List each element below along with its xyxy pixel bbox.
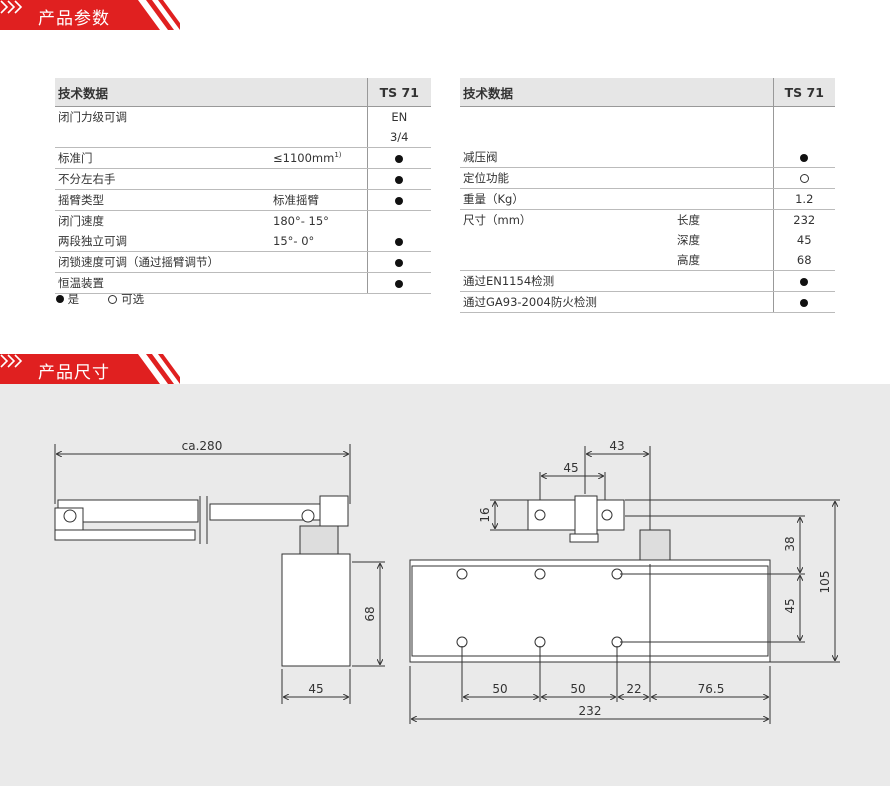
row-label: 不分左右手 <box>55 168 270 190</box>
row-detail: 长度 <box>677 213 700 227</box>
spec-table-left: 技术数据 TS 71 闭门力级可调 EN 3/4 标准门 ≤1100mm1) 不… <box>55 78 431 294</box>
row-label: 标准门 <box>55 147 270 169</box>
table-row: 标准门 ≤1100mm1) <box>55 147 431 169</box>
table-row: 摇臂类型 标准摇臂 <box>55 189 431 211</box>
row-value: 68 <box>772 250 835 271</box>
header-model: TS 71 <box>772 78 835 107</box>
table-row: 高度 68 <box>460 250 835 271</box>
table-row: 闭门速度 180°- 15° <box>55 210 431 231</box>
table-row: 两段独立可调 15°- 0° <box>55 231 431 252</box>
table-row: 通过GA93-2004防火检测 <box>460 291 835 313</box>
legend-open-label: 可选 <box>121 292 145 306</box>
table-row: 通过EN1154检测 <box>460 270 835 292</box>
row-detail: 深度 <box>677 233 700 247</box>
dim-45-top: 45 <box>563 461 578 475</box>
row-value: 45 <box>772 230 835 250</box>
row-label: 闭门力级可调 <box>58 110 127 124</box>
row-label: 通过GA93-2004防火检测 <box>460 291 674 313</box>
filled-dot-icon <box>800 277 809 286</box>
table-row: 深度 45 <box>460 230 835 250</box>
footnote-marker: 1) <box>334 151 342 160</box>
dim-22: 22 <box>626 682 641 696</box>
filled-dot-icon <box>800 298 809 307</box>
chevrons-icon <box>0 354 23 368</box>
row-label: 尺寸（mm） <box>463 213 532 227</box>
row-detail: 15°- 0° <box>270 231 367 252</box>
table-row <box>460 106 835 147</box>
table-row: 不分左右手 <box>55 168 431 190</box>
dim-38: 38 <box>783 536 797 551</box>
table-row: 3/4 <box>55 127 431 148</box>
filled-dot-icon <box>800 153 809 162</box>
header-model: TS 71 <box>366 78 431 107</box>
table-header: 技术数据 TS 71 <box>55 78 431 107</box>
dim-50-b: 50 <box>570 682 585 696</box>
open-dot-icon <box>799 174 809 183</box>
table-row: 尺寸（mm） 长度 232 <box>460 209 835 230</box>
banner-shape <box>0 354 180 384</box>
dim-arm-length: ca.280 <box>182 439 223 453</box>
dim-side-height: 68 <box>363 606 377 621</box>
table-header: 技术数据 TS 71 <box>460 78 835 107</box>
dimension-drawing: ca.280 68 45 43 45 16 38 45 105 50 50 22… <box>0 384 890 786</box>
section-banner-params: 产品参数 <box>0 0 180 30</box>
row-detail: 180°- 15° <box>273 214 329 228</box>
dim-45-right: 45 <box>783 598 797 613</box>
table-row: 减压阀 <box>460 147 835 168</box>
mounting-holes <box>456 568 623 648</box>
dim-105: 105 <box>818 571 832 594</box>
filled-dot-icon <box>56 295 64 303</box>
spec-table-right: 技术数据 TS 71 减压阀 定位功能 重量（Kg） 1.2 尺寸（mm） 长度… <box>460 78 835 313</box>
front-view <box>409 446 840 724</box>
row-label: 摇臂类型 <box>55 189 270 211</box>
row-label: 恒温装置 <box>55 272 270 294</box>
table-row: 定位功能 <box>460 167 835 189</box>
dim-side-depth: 45 <box>308 682 323 696</box>
row-label: 重量（Kg） <box>460 188 674 210</box>
row-label: 减压阀 <box>460 147 674 168</box>
dim-43: 43 <box>609 439 624 453</box>
section-title: 产品尺寸 <box>38 363 110 383</box>
filled-dot-icon <box>395 237 404 246</box>
legend-filled-label: 是 <box>67 292 80 306</box>
table-row: 重量（Kg） 1.2 <box>460 188 835 210</box>
row-detail: 标准摇臂 <box>270 189 367 211</box>
row-value: EN <box>366 106 431 127</box>
filled-dot-icon <box>395 154 404 163</box>
filled-dot-icon <box>395 258 404 267</box>
table-row: 恒温装置 <box>55 272 431 294</box>
header-label: 技术数据 <box>460 78 674 107</box>
banner-shape <box>0 0 180 30</box>
header-label: 技术数据 <box>55 78 270 107</box>
row-label: 定位功能 <box>460 167 674 189</box>
row-detail: ≤1100mm <box>273 151 335 165</box>
side-view <box>54 444 385 704</box>
filled-dot-icon <box>395 175 404 184</box>
table-row: 闭锁速度可调（通过摇臂调节） <box>55 251 431 273</box>
row-label: 闭门速度 <box>58 214 104 228</box>
open-dot-icon <box>108 294 118 304</box>
dim-232: 232 <box>579 704 602 718</box>
filled-dot-icon <box>395 196 404 205</box>
section-title: 产品参数 <box>38 9 110 29</box>
row-label: 两段独立可调 <box>55 231 270 252</box>
row-label: 通过EN1154检测 <box>460 270 674 292</box>
row-value: 3/4 <box>366 127 431 148</box>
dim-16: 16 <box>478 507 492 522</box>
row-value: 232 <box>772 209 835 230</box>
legend: 是 可选 <box>56 291 144 307</box>
dimension-labels: ca.280 68 45 43 45 16 38 45 105 50 50 22… <box>182 439 832 718</box>
section-banner-dimensions: 产品尺寸 <box>0 354 180 384</box>
row-detail: 高度 <box>674 250 773 271</box>
dim-76-5: 76.5 <box>698 682 725 696</box>
filled-dot-icon <box>395 279 404 288</box>
chevrons-icon <box>0 0 23 14</box>
row-label: 闭锁速度可调（通过摇臂调节） <box>55 251 270 273</box>
door-closer-drawing-svg: ca.280 68 45 43 45 16 38 45 105 50 50 22… <box>54 439 840 724</box>
row-value: 1.2 <box>772 188 835 210</box>
table-row: 闭门力级可调 EN <box>55 106 431 127</box>
dim-50-a: 50 <box>492 682 507 696</box>
